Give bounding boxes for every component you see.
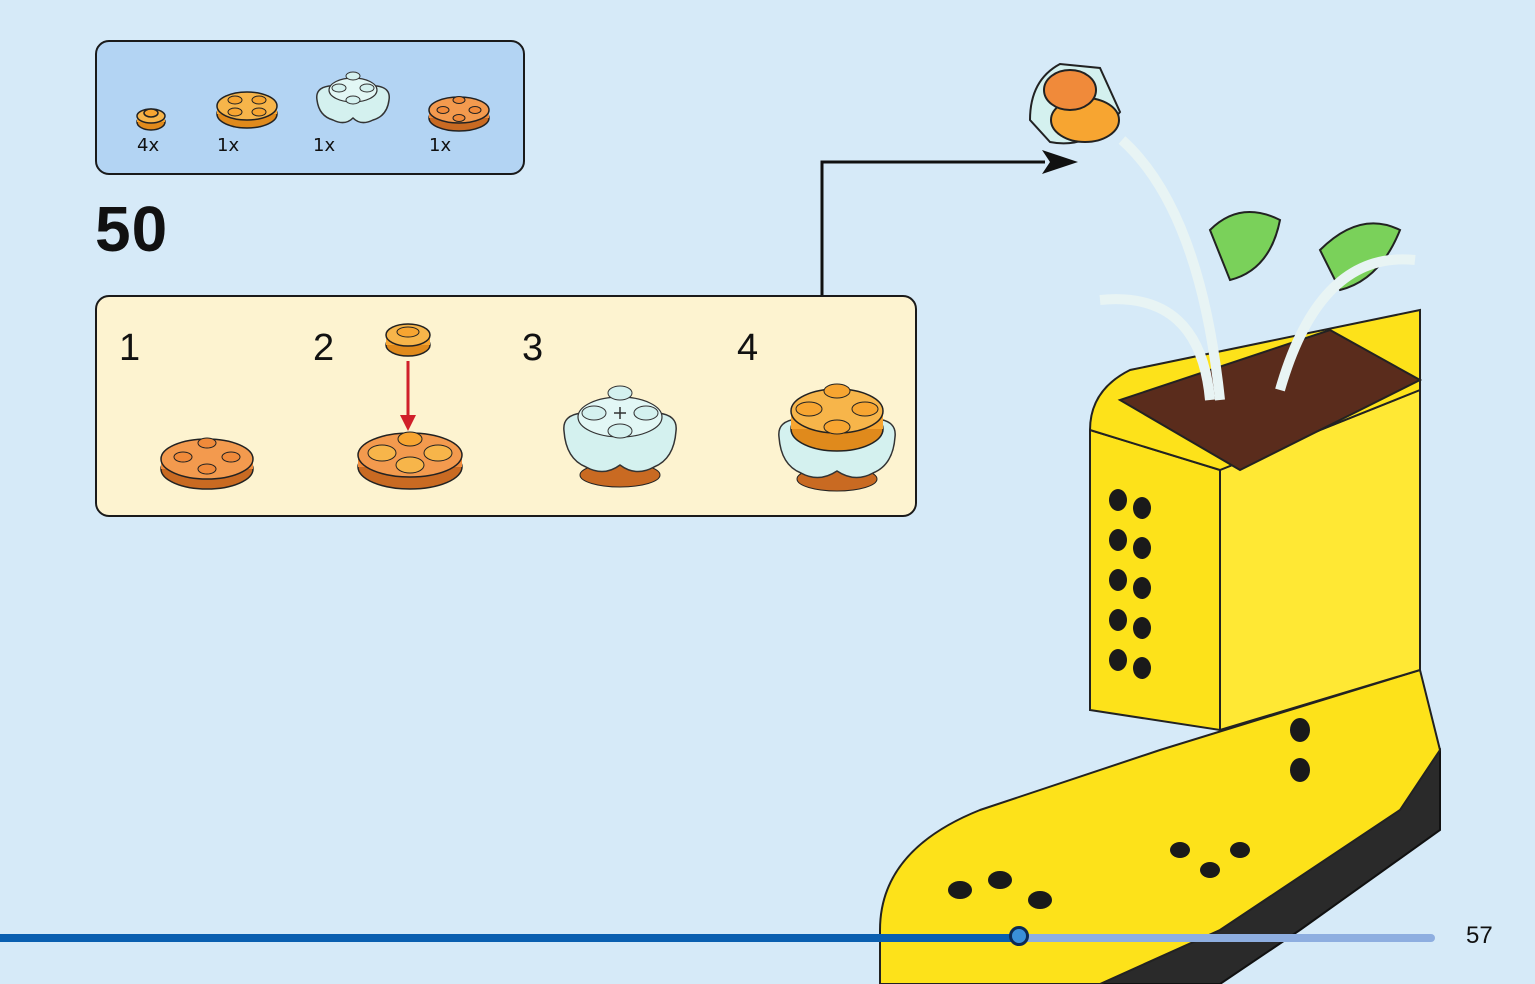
round-plate-2x2-dark-orange-icon (427, 90, 491, 134)
part-quantity: 4x (137, 135, 160, 156)
substep-number: 1 (119, 327, 141, 369)
page-number: 57 (1466, 922, 1493, 949)
flower-plate-light-aqua-icon (311, 64, 395, 134)
substep-1-illustration (159, 425, 255, 499)
substep-number: 4 (737, 327, 759, 369)
substeps-callout: 1 2 3 (95, 295, 917, 517)
part-quantity: 1x (429, 135, 452, 156)
step-number: 50 (95, 193, 169, 265)
progress-knob[interactable] (1009, 926, 1029, 946)
part-quantity: 1x (313, 135, 336, 156)
round-plate-1x1-orange-icon (135, 102, 167, 134)
substep-4-illustration (777, 367, 897, 499)
substep-number: 3 (522, 327, 544, 369)
substep-3-illustration (560, 379, 682, 497)
part-quantity: 1x (217, 135, 240, 156)
substep-2-illustration (352, 319, 468, 499)
substep-number: 2 (313, 327, 335, 369)
boot-model-illustration (878, 62, 1442, 984)
progress-fill (0, 934, 1019, 942)
parts-list: 4x 1x 1x (95, 40, 525, 175)
round-plate-2x2-orange-icon (215, 84, 279, 132)
